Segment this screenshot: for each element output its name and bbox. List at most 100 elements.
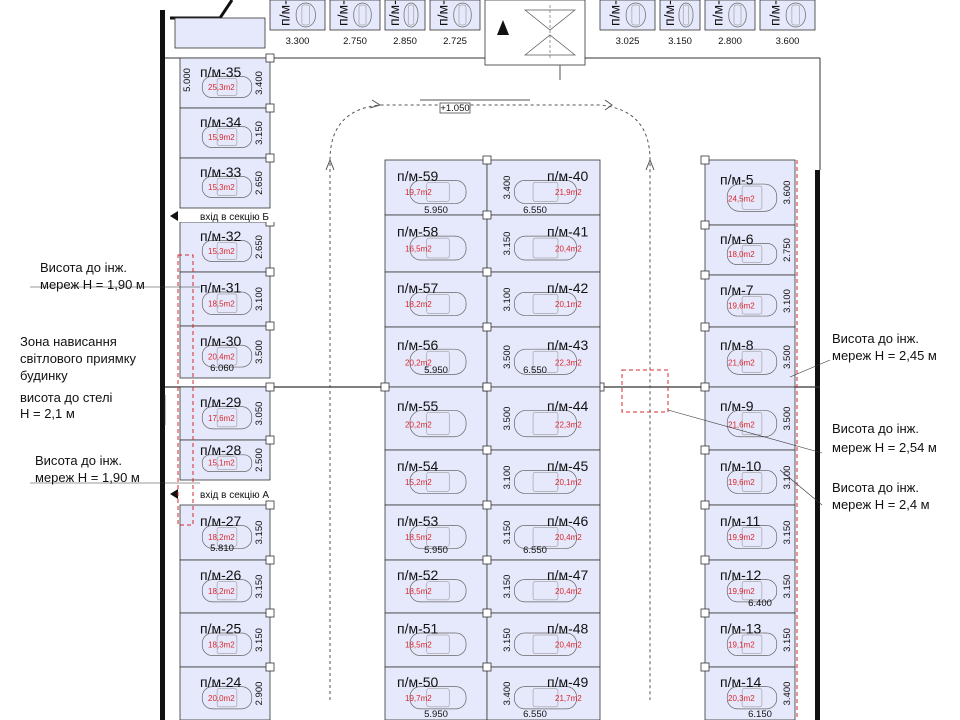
spot-label: п/м-53 <box>397 513 439 529</box>
spot-cell <box>759 0 816 31</box>
car-icon <box>726 632 778 657</box>
spot-label: п/м- <box>766 0 782 26</box>
car-icon <box>514 470 577 494</box>
spot-label: п/м-58 <box>397 224 439 240</box>
car-icon <box>726 243 778 265</box>
spot-area: 18,3m2 <box>208 641 235 650</box>
spot-area: 17,6m2 <box>208 414 235 423</box>
dimension-label: 3.500 <box>502 407 513 431</box>
spot-label: п/м- <box>606 0 622 26</box>
spot-cell <box>486 612 601 668</box>
spot-label: п/м-6 <box>720 231 754 247</box>
dimension-label: 3.150 <box>782 575 793 599</box>
parking-spot: п/м- <box>429 0 481 31</box>
spot-cell <box>179 386 271 441</box>
spot-cell <box>179 271 271 327</box>
car-icon <box>726 579 778 603</box>
dimension-label: 3.100 <box>782 466 793 490</box>
spot-label: п/м-24 <box>200 674 242 690</box>
spot-area: 20,4m2 <box>208 352 235 361</box>
spot-cell <box>704 0 756 31</box>
parking-spot: п/м-821,6m2 <box>704 326 796 388</box>
spot-area: 20,2m2 <box>405 358 432 367</box>
column-post <box>700 322 710 332</box>
spot-area: 20,1m2 <box>555 478 582 487</box>
top-row-spots: п/м-3.300п/м-2.750п/м-2.850п/м-2.725п/м-… <box>269 0 816 47</box>
spot-area: 15,9m2 <box>208 133 235 142</box>
spot-cell <box>486 271 601 328</box>
column-post <box>482 210 492 220</box>
entry-a-label: вхід в секцію А <box>200 490 269 501</box>
car-icon <box>403 2 419 28</box>
car-icon <box>514 348 577 375</box>
car-icon <box>514 180 577 204</box>
column-post <box>482 267 492 277</box>
right-bottom-dim: 6.150 <box>748 709 772 720</box>
spot-cell <box>486 386 601 451</box>
svg-text:мереж H = 1,90 м: мереж H = 1,90 м <box>35 470 140 485</box>
spot-cell <box>704 159 796 226</box>
parking-spot: п/м-45 20,1m2 <box>486 449 601 506</box>
column-post <box>700 555 710 565</box>
entrance-ramp: +1.050 <box>439 0 586 114</box>
spot-area: 16,5m2 <box>405 244 432 253</box>
spot-area: 22,3m2 <box>555 358 582 367</box>
svg-text:будинку: будинку <box>20 368 68 383</box>
dimension-label: 2.725 <box>443 36 467 47</box>
dimension-label: 3.100 <box>254 287 265 311</box>
spot-label: п/м-49 <box>547 674 589 690</box>
car-icon <box>409 292 467 316</box>
svg-text:Висота до інж.: Висота до інж. <box>35 453 122 468</box>
column-post <box>265 382 275 392</box>
car-icon <box>625 2 646 28</box>
spot-cell <box>384 666 488 720</box>
spot-cell <box>384 214 488 273</box>
left-top-dim: 5.000 <box>182 68 193 92</box>
dimension-label: 3.400 <box>254 71 265 95</box>
spot-cell <box>179 107 271 159</box>
spot-cell <box>179 439 271 481</box>
spot-area: 21,9m2 <box>555 188 582 197</box>
car-icon <box>726 409 778 438</box>
spot-area: 21,6m2 <box>728 358 755 367</box>
svg-text:Висота до інж.: Висота до інж. <box>40 260 127 275</box>
dimension-label: 3.100 <box>502 288 513 312</box>
spot-area: 19,6m2 <box>728 301 755 310</box>
center-right-width: 6.550 <box>523 709 547 720</box>
dimension-label: 3.400 <box>502 176 513 200</box>
spot-label: п/м-45 <box>547 458 589 474</box>
spot-area: 20,4m2 <box>555 244 582 253</box>
spot-area: 15,3m2 <box>208 183 235 192</box>
column-post <box>265 555 275 565</box>
spot-label: п/м- <box>386 0 402 26</box>
spot-label: п/м-44 <box>547 398 589 414</box>
annotation-right-2: Висота до інж. мереж H = 2,54 м <box>667 409 937 455</box>
svg-text:Висота до інж.: Висота до інж. <box>832 331 919 346</box>
parking-spot: п/м-719,6m2 <box>704 274 796 328</box>
dimension-label: 3.150 <box>502 575 513 599</box>
car-icon <box>514 292 577 316</box>
dimension-label: 3.100 <box>502 466 513 490</box>
car-icon <box>726 348 778 375</box>
spot-cell <box>486 666 601 720</box>
spot-cell <box>179 666 271 720</box>
svg-text:мереж H = 2,4 м: мереж H = 2,4 м <box>832 497 930 512</box>
column-post <box>482 662 492 672</box>
center-right-width: 6.550 <box>523 365 547 376</box>
dimension-label: 2.750 <box>782 238 793 262</box>
right-mid-dim: 6.400 <box>748 598 772 609</box>
car-icon <box>201 176 253 198</box>
